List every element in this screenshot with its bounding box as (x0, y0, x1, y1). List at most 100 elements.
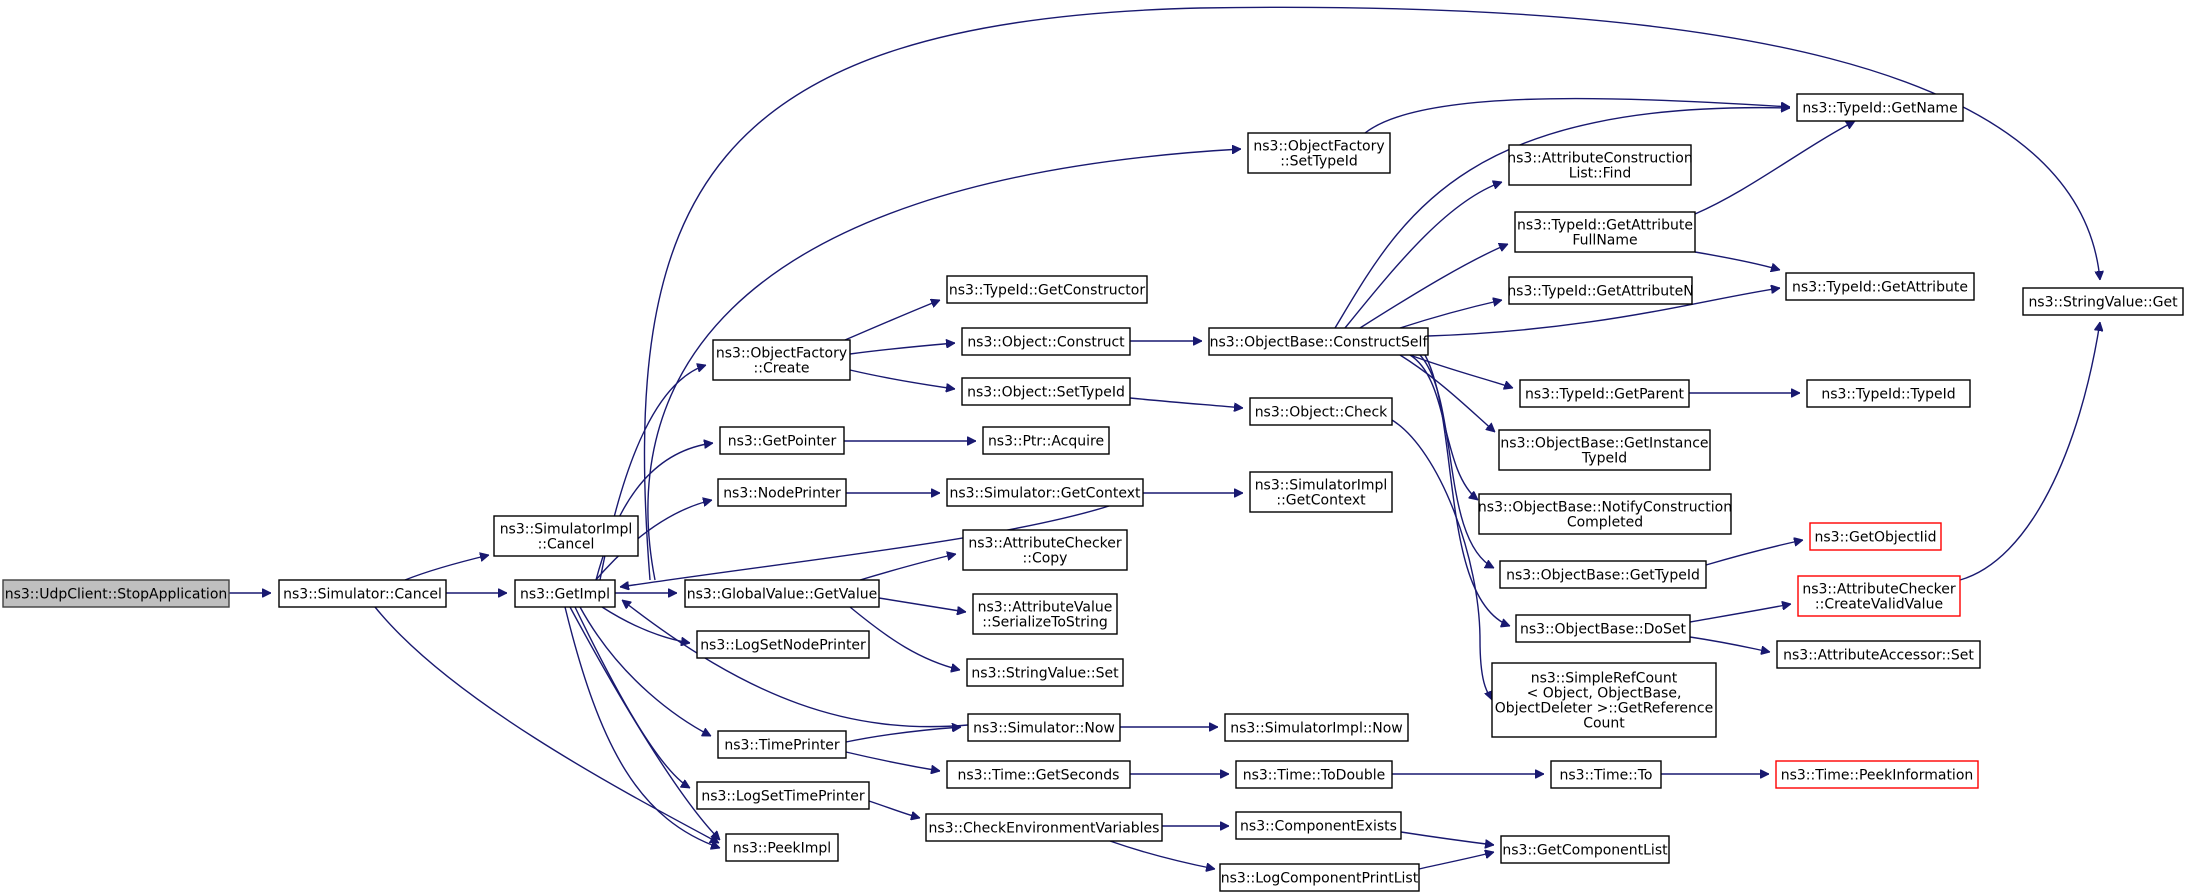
node-label: ns3::TypeId::GetAttribute (1792, 280, 1968, 296)
node-simulator-now[interactable]: ns3::Simulator::Now (967, 713, 1121, 742)
node-time-todouble[interactable]: ns3::Time::ToDouble (1235, 760, 1393, 789)
node-attributechecker-createvalidvalue[interactable]: ns3::AttributeChecker::CreateValidValue (1797, 575, 1961, 617)
node-label: ns3::UdpClient::StopApplication (5, 587, 228, 603)
node-label: ns3::ObjectBase::GetTypeId (1506, 568, 1700, 584)
node-object-check[interactable]: ns3::Object::Check (1249, 397, 1393, 426)
node-typeid-getparent[interactable]: ns3::TypeId::GetParent (1519, 379, 1690, 408)
edge-objectfactory_create-to-object_construct (849, 343, 955, 355)
node-typeid-getconstructor[interactable]: ns3::TypeId::GetConstructor (946, 275, 1148, 304)
edge-globalvalue_getvalue-to-stringvalue_set (849, 606, 960, 670)
node-label: ns3::Object::Construct (967, 335, 1125, 351)
node-objectfactory-settypeid[interactable]: ns3::ObjectFactory::SetTypeId (1247, 132, 1391, 174)
node-logsettimeprinter[interactable]: ns3::LogSetTimePrinter (696, 781, 870, 810)
edge-objectfactory_create-to-typeid_getconstructor (844, 300, 940, 341)
node-attributeaccessor-set[interactable]: ns3::AttributeAccessor::Set (1776, 640, 1981, 669)
edge-typeid_getattributefullname-to-typeid_getattribute (1694, 251, 1780, 270)
node-objectbase-notifyconstruction[interactable]: ns3::ObjectBase::NotifyConstructionCompl… (1478, 493, 1732, 535)
node-simulator-getcontext[interactable]: ns3::Simulator::GetContext (946, 478, 1144, 507)
node-typeid-getattributen[interactable]: ns3::TypeId::GetAttributeN (1507, 276, 1694, 305)
node-getcomponentlist[interactable]: ns3::GetComponentList (1500, 835, 1670, 864)
edge-objectbase_constructself-to-typeid_getname (1334, 108, 1790, 329)
node-label: ns3::GetObjectIid (1815, 530, 1937, 546)
node-label: ns3::ObjectBase::GetInstance (1500, 436, 1708, 452)
node-typeid-getname[interactable]: ns3::TypeId::GetName (1796, 93, 1964, 122)
node-label: TypeId (1581, 451, 1627, 467)
node-timeprinter[interactable]: ns3::TimePrinter (717, 730, 847, 759)
edge-getimpl-to-stringvalue_get (643, 6, 2100, 581)
node-label: ns3::Time::PeekInformation (1781, 768, 1974, 784)
node-label: ns3::ObjectBase::NotifyConstruction (1478, 500, 1732, 516)
node-label: ns3::ObjectFactory (716, 346, 847, 362)
node-label: Completed (1567, 515, 1643, 531)
node-label: ns3::AttributeAccessor::Set (1783, 648, 1974, 664)
node-time-getseconds[interactable]: ns3::Time::GetSeconds (946, 760, 1131, 789)
node-objectbase-constructself[interactable]: ns3::ObjectBase::ConstructSelf (1208, 327, 1429, 356)
edge-object_check-to-simplerefcount (1391, 419, 1492, 700)
node-peekimpl[interactable]: ns3::PeekImpl (725, 833, 839, 862)
node-getobjectiid[interactable]: ns3::GetObjectIid (1809, 522, 1942, 551)
node-objectfactory-create[interactable]: ns3::ObjectFactory::Create (712, 339, 851, 381)
node-label: ns3::TypeId::TypeId (1821, 387, 1955, 403)
node-time-to[interactable]: ns3::Time::To (1550, 760, 1662, 789)
node-typeid-getattribute[interactable]: ns3::TypeId::GetAttribute (1785, 272, 1975, 301)
node-logcomponentprintlist[interactable]: ns3::LogComponentPrintList (1219, 863, 1420, 892)
node-label: ns3::TypeId::GetParent (1525, 387, 1684, 403)
node-label: ns3::Simulator::Now (973, 721, 1115, 737)
edge-checkenv-to-logcomponentprintlist (1109, 840, 1215, 869)
node-checkenv[interactable]: ns3::CheckEnvironmentVariables (925, 813, 1163, 842)
edge-objectfactory_settypeid-to-typeid_getname (1364, 97, 1790, 134)
node-nodeprinter[interactable]: ns3::NodePrinter (717, 478, 847, 507)
node-simulator-cancel[interactable]: ns3::Simulator::Cancel (278, 579, 447, 608)
node-label: ns3::AttributeConstruction (1507, 151, 1692, 167)
node-label: ns3::Object::Check (1255, 405, 1388, 421)
node-getpointer[interactable]: ns3::GetPointer (719, 426, 845, 455)
edge-objectbase_constructself-to-objectbase_doset (1424, 354, 1510, 626)
node-typeid-typeid[interactable]: ns3::TypeId::TypeId (1806, 379, 1971, 408)
node-label: ns3::Time::ToDouble (1243, 768, 1386, 784)
node-stringvalue-set[interactable]: ns3::StringValue::Set (966, 658, 1124, 687)
node-label: ::GetContext (1276, 493, 1366, 509)
node-attributechecker-copy[interactable]: ns3::AttributeChecker::Copy (962, 529, 1128, 571)
node-label: List::Find (1569, 166, 1632, 182)
node-simulatorimpl-cancel[interactable]: ns3::SimulatorImpl::Cancel (493, 515, 639, 557)
node-label: ns3::NodePrinter (723, 486, 841, 502)
node-stop-application[interactable]: ns3::UdpClient::StopApplication (2, 579, 230, 608)
node-label: ns3::TypeId::GetConstructor (949, 283, 1145, 299)
edge-simulator_cancel-to-simulatorimpl_cancel (404, 555, 489, 581)
node-label: ns3::ObjectBase::DoSet (1520, 622, 1686, 638)
node-ptr-acquire[interactable]: ns3::Ptr::Acquire (982, 426, 1110, 455)
node-logsetnodeprinter[interactable]: ns3::LogSetNodePrinter (696, 630, 870, 659)
node-time-peekinformation[interactable]: ns3::Time::PeekInformation (1775, 760, 1979, 789)
node-objectbase-doset[interactable]: ns3::ObjectBase::DoSet (1515, 614, 1691, 643)
node-globalvalue-getvalue[interactable]: ns3::GlobalValue::GetValue (684, 579, 880, 608)
node-object-settypeid[interactable]: ns3::Object::SetTypeId (961, 377, 1131, 406)
edge-componentexists-to-getcomponentlist (1400, 831, 1494, 845)
node-attributevalue-serialize[interactable]: ns3::AttributeValue::SerializeToString (972, 593, 1118, 635)
edge-objectbase_constructself-to-objectbase_gettypeid (1419, 354, 1494, 569)
node-label: ns3::AttributeChecker (968, 536, 1122, 552)
node-stringvalue-get[interactable]: ns3::StringValue::Get (2022, 287, 2184, 316)
node-getimpl[interactable]: ns3::GetImpl (514, 579, 616, 608)
node-label: ns3::ObjectFactory (1253, 139, 1384, 155)
node-object-construct[interactable]: ns3::Object::Construct (961, 327, 1131, 356)
edge-objectbase_constructself-to-typeid_getattributefullname (1359, 244, 1508, 329)
node-objectbase-gettypeid[interactable]: ns3::ObjectBase::GetTypeId (1499, 560, 1707, 589)
edge-timeprinter-to-simulator_now (845, 727, 961, 743)
edges-layer (229, 6, 2100, 869)
node-simplerefcount[interactable]: ns3::SimpleRefCount< Object, ObjectBase,… (1491, 662, 1717, 738)
node-label: ns3::ObjectBase::ConstructSelf (1210, 335, 1429, 351)
edge-objectbase_constructself-to-typeid_getparent (1409, 354, 1513, 388)
node-label: ns3::SimulatorImpl (500, 522, 633, 538)
node-componentexists[interactable]: ns3::ComponentExists (1235, 811, 1402, 840)
edge-attributechecker_createvalidvalue-to-stringvalue_get (1959, 322, 2100, 581)
node-label: ns3::GetComponentList (1502, 843, 1668, 859)
node-simulatorimpl-getcontext[interactable]: ns3::SimulatorImpl::GetContext (1249, 471, 1393, 513)
node-simulatorimpl-now[interactable]: ns3::SimulatorImpl::Now (1224, 713, 1409, 742)
node-label: ns3::AttributeValue (978, 600, 1113, 616)
node-label: ::Cancel (538, 537, 595, 553)
edge-simulator_cancel-to-peekimpl (374, 606, 719, 844)
